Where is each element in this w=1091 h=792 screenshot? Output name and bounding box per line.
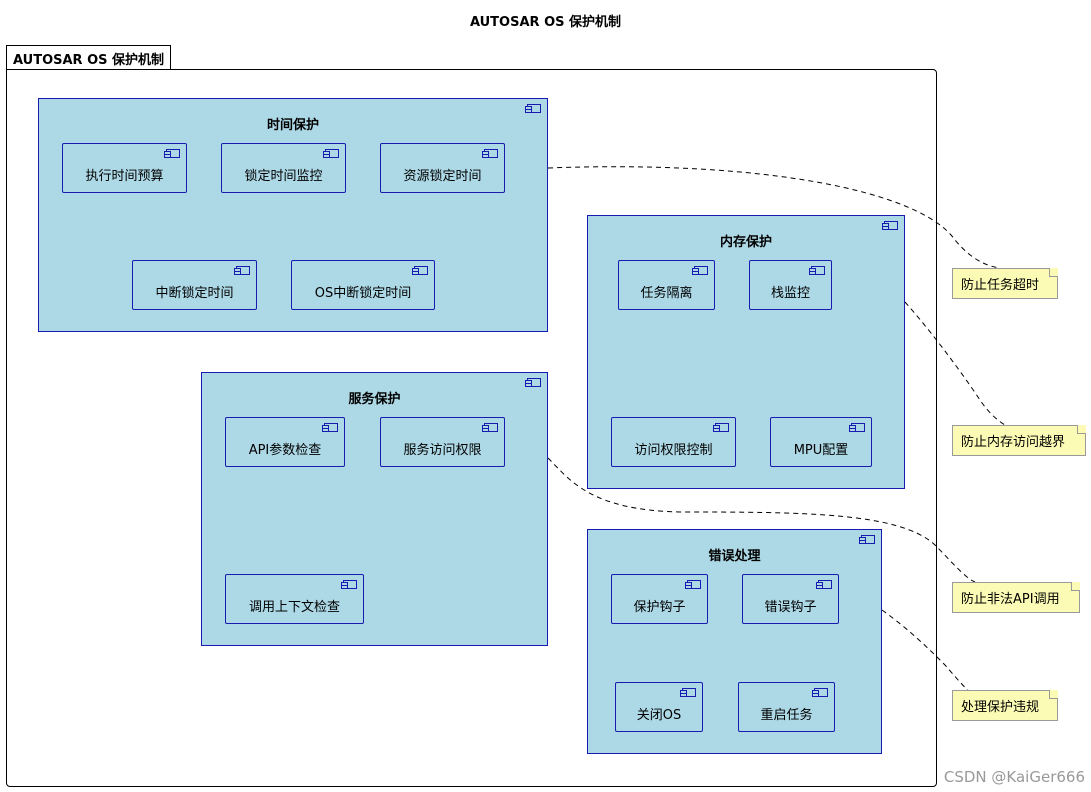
- package-frame: [6, 69, 937, 787]
- component-error-hook: 错误钩子: [742, 574, 839, 624]
- connector-time-note: [547, 166, 1001, 269]
- connector-error-note: [881, 609, 971, 693]
- group-title: 时间保护: [266, 118, 319, 133]
- component-icon: [809, 266, 825, 275]
- component-label: 任务隔离: [640, 285, 693, 301]
- component-protection-hook: 保护钩子: [611, 574, 708, 624]
- note-text: 防止任务超时: [961, 278, 1040, 293]
- component-label: 保护钩子: [633, 599, 686, 615]
- component-execution-budget: 执行时间预算: [62, 143, 187, 193]
- component-label: MPU配置: [793, 442, 849, 458]
- component-stack-monitor: 栈监控: [749, 260, 832, 310]
- component-label: 中断锁定时间: [155, 285, 234, 301]
- component-icon: [341, 580, 357, 589]
- group-title: 服务保护: [348, 392, 401, 407]
- component-icon: [322, 423, 338, 432]
- component-interrupt-lock-time: 中断锁定时间: [132, 260, 257, 310]
- note-text: 处理保护违规: [961, 700, 1040, 715]
- component-label: 关闭OS: [636, 707, 682, 723]
- note-fold: [1077, 425, 1086, 434]
- component-task-isolation: 任务隔离: [618, 260, 715, 310]
- component-icon: [234, 266, 250, 275]
- component-access-control: 访问权限控制: [611, 417, 736, 467]
- note-text: 防止非法API调用: [961, 592, 1060, 607]
- component-label: OS中断锁定时间: [314, 285, 412, 301]
- note-time: 防止任务超时: [952, 268, 1058, 299]
- component-os-interrupt-lock-time: OS中断锁定时间: [291, 260, 435, 310]
- component-icon: [692, 266, 708, 275]
- note-service: 防止非法API调用: [952, 582, 1080, 613]
- component-label: 错误钩子: [764, 599, 817, 615]
- package-tab: AUTOSAR OS 保护机制: [6, 45, 172, 69]
- component-icon: [816, 580, 832, 589]
- component-label: 调用上下文检查: [248, 599, 340, 615]
- group-title: 错误处理: [708, 549, 761, 564]
- diagram-title: AUTOSAR OS 保护机制: [469, 15, 622, 30]
- note-error: 处理保护违规: [952, 690, 1058, 721]
- connector-service-note: [547, 457, 976, 583]
- component-api-param-check: API参数检查: [225, 417, 345, 467]
- connector-memory-note: [904, 301, 1006, 426]
- component-service-access-rights: 服务访问权限: [380, 417, 505, 467]
- component-lock-time-monitor: 锁定时间监控: [221, 143, 346, 193]
- component-icon: [412, 266, 428, 275]
- component-icon: [525, 378, 541, 387]
- note-fold: [1049, 268, 1058, 277]
- component-mpu-config: MPU配置: [770, 417, 872, 467]
- component-label: 访问权限控制: [634, 442, 713, 458]
- component-label: 服务访问权限: [403, 442, 482, 458]
- component-icon: [859, 535, 875, 544]
- component-icon: [482, 149, 498, 158]
- group-title: 内存保护: [719, 235, 772, 250]
- component-icon: [685, 580, 701, 589]
- component-call-context-check: 调用上下文检查: [225, 574, 364, 624]
- component-icon: [323, 149, 339, 158]
- component-icon: [713, 423, 729, 432]
- component-icon: [482, 423, 498, 432]
- component-label: 锁定时间监控: [244, 168, 323, 184]
- component-label: 栈监控: [770, 285, 810, 301]
- component-icon: [812, 688, 828, 697]
- watermark: CSDN @KaiGer666: [943, 768, 1085, 786]
- component-resource-lock-time: 资源锁定时间: [380, 143, 505, 193]
- component-restart-task: 重启任务: [738, 682, 835, 732]
- component-label: 资源锁定时间: [403, 168, 482, 184]
- component-shutdown-os: 关闭OS: [615, 682, 703, 732]
- component-icon: [680, 688, 696, 697]
- component-label: 执行时间预算: [85, 168, 164, 184]
- component-label: API参数检查: [248, 442, 322, 458]
- component-icon: [882, 221, 898, 230]
- note-memory: 防止内存访问越界: [952, 425, 1086, 456]
- component-icon: [849, 423, 865, 432]
- note-fold: [1071, 582, 1080, 591]
- component-label: 重启任务: [760, 707, 813, 723]
- note-fold: [1049, 690, 1058, 699]
- component-icon: [164, 149, 180, 158]
- note-text: 防止内存访问越界: [961, 435, 1066, 450]
- component-icon: [525, 104, 541, 113]
